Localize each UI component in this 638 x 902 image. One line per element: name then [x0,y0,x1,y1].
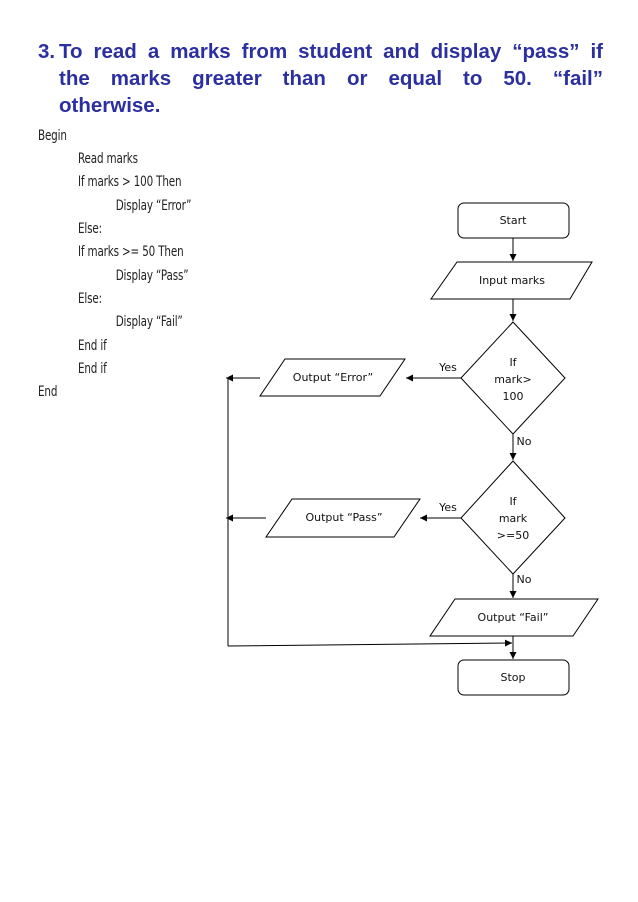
pseudocode-line: End if [77,361,107,377]
input-marks-parallelogram [430,261,593,300]
pseudocode-line: Display “Fail” [115,314,183,330]
output-error-parallelogram [259,358,406,397]
yes-label: Yes [438,501,457,514]
pseudocode-line: Else: [77,221,102,237]
output-pass-label: Output “Pass” [305,511,382,524]
input-marks-label: Input marks [479,274,545,287]
stop-label: Stop [500,671,525,684]
output-fail-parallelogram [429,598,599,637]
heading-line: To read a marks from student and display… [59,40,603,63]
pseudocode-line: Display “Error” [115,198,192,214]
pseudocode-line: Begin [38,128,67,144]
start-label: Start [500,214,528,227]
question-heading: 3. To read a marks from student and disp… [38,38,603,119]
arrow-connector-stop [227,639,513,647]
decision2-line: >=50 [497,529,529,542]
heading-line: the marks greater than or equal to 50. “… [59,67,603,90]
decision1-line: 100 [503,390,524,403]
yes-label: Yes [438,361,457,374]
heading-line: otherwise. [59,94,161,117]
output-error-label: Output “Error” [293,371,373,384]
output-fail-label: Output “Fail” [478,611,549,624]
decision2-line: mark [499,512,528,525]
stop-terminal [457,659,570,696]
pseudocode-line: If marks >= 50 Then [77,244,184,260]
question-number: 3. [38,40,56,63]
pseudocode-line: Read marks [77,151,138,167]
pseudocode-line: If marks > 100 Then [77,174,182,190]
output-pass-parallelogram [265,498,421,538]
pseudocode-line: End [38,384,58,400]
pseudocode-line: Display “Pass” [115,268,189,284]
decision1-line: mark> [494,373,532,386]
no-label: No [517,573,532,586]
no-label: No [517,435,532,448]
decision1-line: If [509,356,517,369]
pseudocode-line: Else: [77,291,102,307]
pseudocode-line: End if [77,338,107,354]
decision2-line: If [509,495,517,508]
